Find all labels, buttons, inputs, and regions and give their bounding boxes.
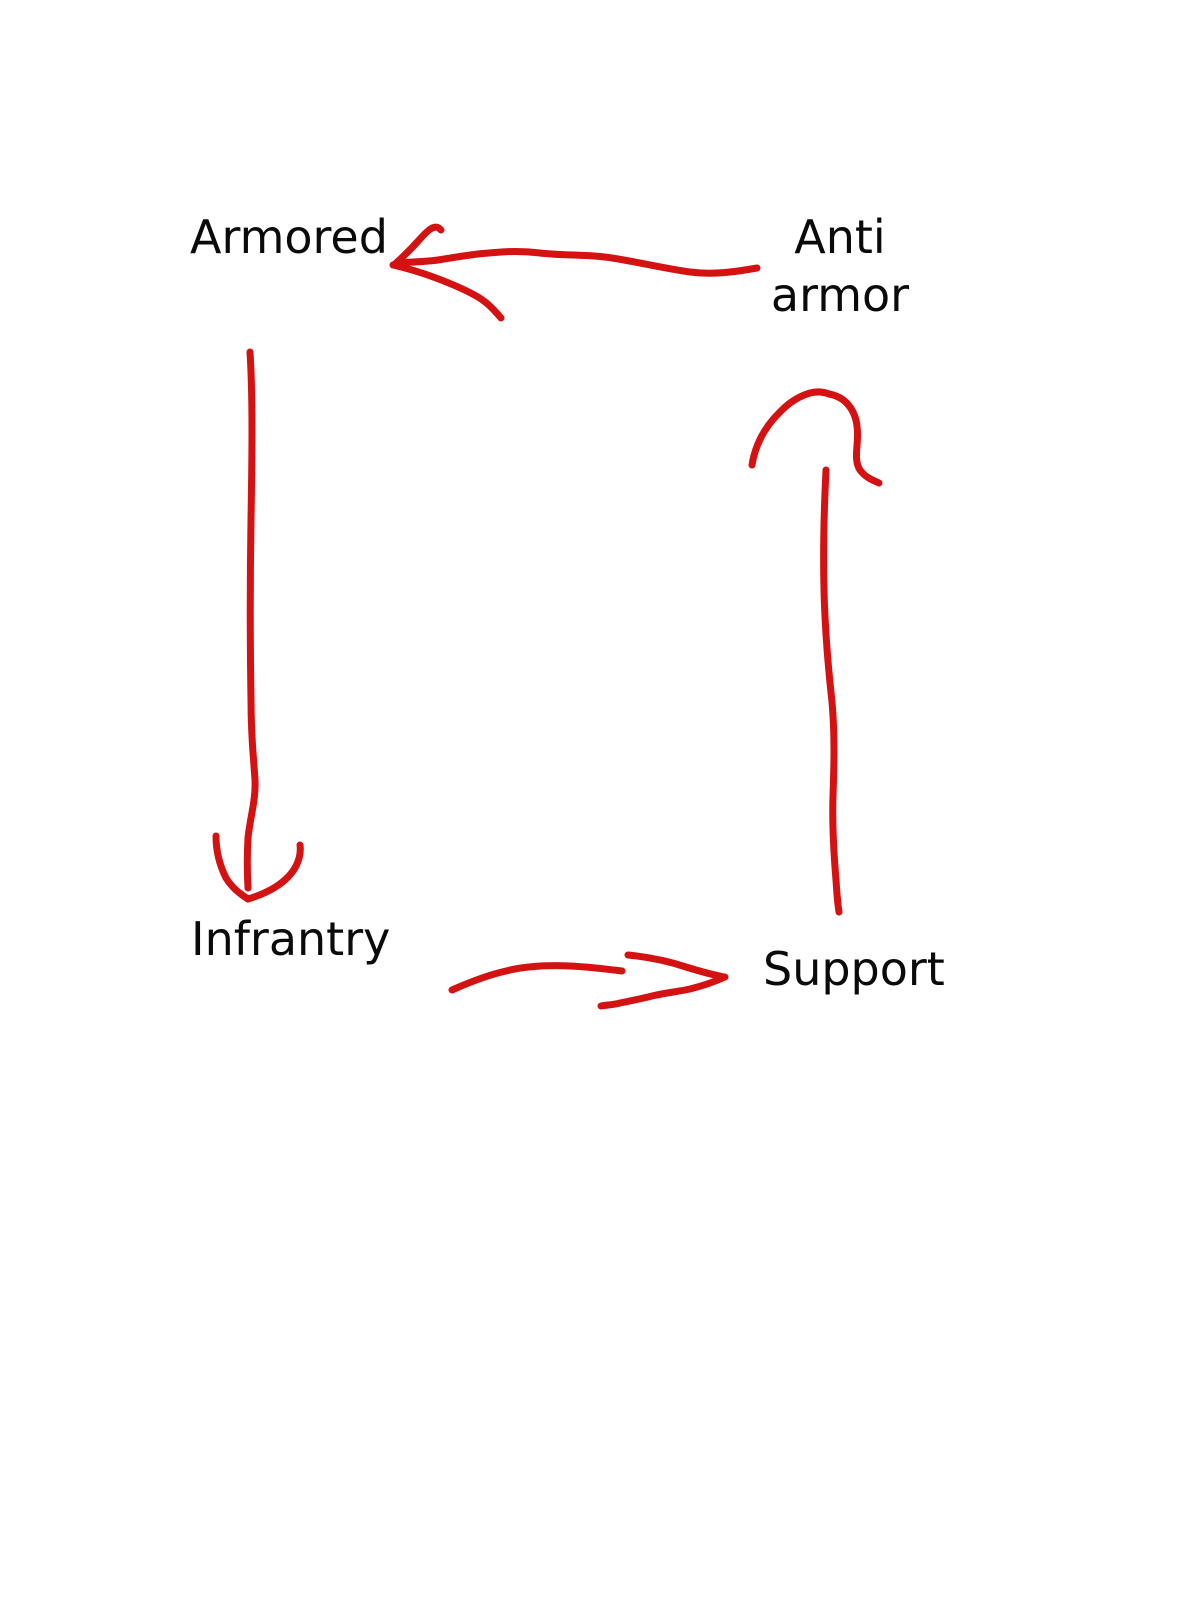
arrow-head-upper-barb — [391, 223, 445, 268]
arrow-head-right-barb — [825, 390, 883, 487]
arrow-head-lower-barb — [597, 973, 729, 1010]
arrow-head-left-barb — [748, 388, 833, 469]
node-label-anti-armor: Anti armor — [770, 210, 910, 322]
arrow-shaft — [243, 348, 259, 892]
arrow-head-left-barb — [212, 832, 252, 903]
arrow-head-right-barb — [244, 841, 304, 903]
node-label-support: Support — [763, 942, 945, 996]
arrow-shaft — [393, 247, 761, 277]
arrow-armored-to-infrantry — [212, 348, 304, 903]
arrow-infrantry-to-support — [448, 951, 729, 1010]
arrow-support-to-anti-armor — [748, 388, 883, 916]
arrow-head-upper-barb — [624, 951, 728, 981]
node-label-infrantry: Infrantry — [191, 912, 391, 966]
arrow-head-lower-barb — [389, 261, 505, 322]
arrow-anti-armor-to-armored — [389, 223, 761, 322]
arrow-shaft — [448, 962, 626, 994]
arrow-shaft — [820, 466, 843, 916]
node-label-armored: Armored — [190, 210, 388, 264]
